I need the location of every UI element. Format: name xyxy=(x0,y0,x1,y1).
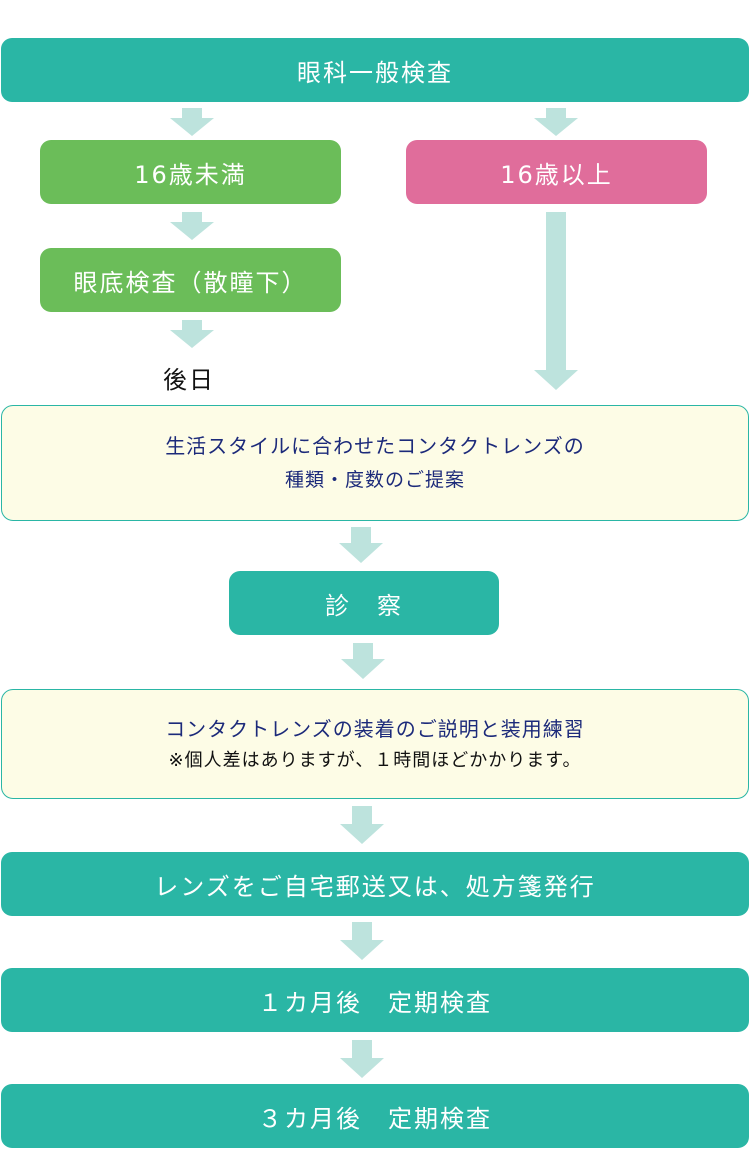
branch-under-16-label: 16歳未満 xyxy=(134,160,247,189)
step-general-exam-label: 眼科一般検査 xyxy=(297,58,453,87)
proposal-line-2: 種類・度数のご提案 xyxy=(284,469,465,491)
step-consultation: 診 察 xyxy=(229,571,499,635)
arrow-down-icon xyxy=(340,1040,384,1078)
step-fitting-practice: コンタクトレンズの装着のご説明と装用練習 ※個人差はありますが、１時間ほどかかり… xyxy=(1,689,749,799)
branch-over-16-label: 16歳以上 xyxy=(500,160,613,189)
step-fundus-exam-label: 眼底検査（散瞳下） xyxy=(73,268,308,297)
arrow-down-icon xyxy=(534,108,578,136)
arrow-down-icon xyxy=(170,108,214,136)
arrow-down-icon xyxy=(170,320,214,348)
arrow-down-icon xyxy=(339,527,383,563)
step-checkup-3-month-label: ３カ月後 定期検査 xyxy=(258,1104,492,1133)
step-lens-delivery: レンズをご自宅郵送又は、処方箋発行 xyxy=(1,852,749,916)
fitting-note: ※個人差はありますが、１時間ほどかかります。 xyxy=(168,750,582,771)
step-checkup-1-month: １カ月後 定期検査 xyxy=(1,968,749,1032)
step-general-exam: 眼科一般検査 xyxy=(1,38,749,102)
step-consultation-label: 診 察 xyxy=(325,591,403,620)
step-fundus-exam: 眼底検査（散瞳下） xyxy=(40,248,341,312)
fitting-line-1: コンタクトレンズの装着のご説明と装用練習 xyxy=(165,717,585,741)
arrow-down-icon xyxy=(340,922,384,960)
step-lens-proposal: 生活スタイルに合わせたコンタクトレンズの 種類・度数のご提案 xyxy=(1,405,749,521)
proposal-line-1: 生活スタイルに合わせたコンタクトレンズの xyxy=(165,434,585,458)
label-later-day: 後日 xyxy=(163,366,215,394)
step-lens-delivery-label: レンズをご自宅郵送又は、処方箋発行 xyxy=(154,872,596,901)
arrow-down-icon xyxy=(170,212,214,240)
branch-under-16: 16歳未満 xyxy=(40,140,341,204)
step-checkup-3-month: ３カ月後 定期検査 xyxy=(1,1084,749,1148)
step-checkup-1-month-label: １カ月後 定期検査 xyxy=(258,988,492,1017)
arrow-down-long-icon xyxy=(534,212,578,390)
arrow-down-icon xyxy=(340,806,384,844)
branch-over-16: 16歳以上 xyxy=(406,140,707,204)
arrow-down-icon xyxy=(341,643,385,679)
